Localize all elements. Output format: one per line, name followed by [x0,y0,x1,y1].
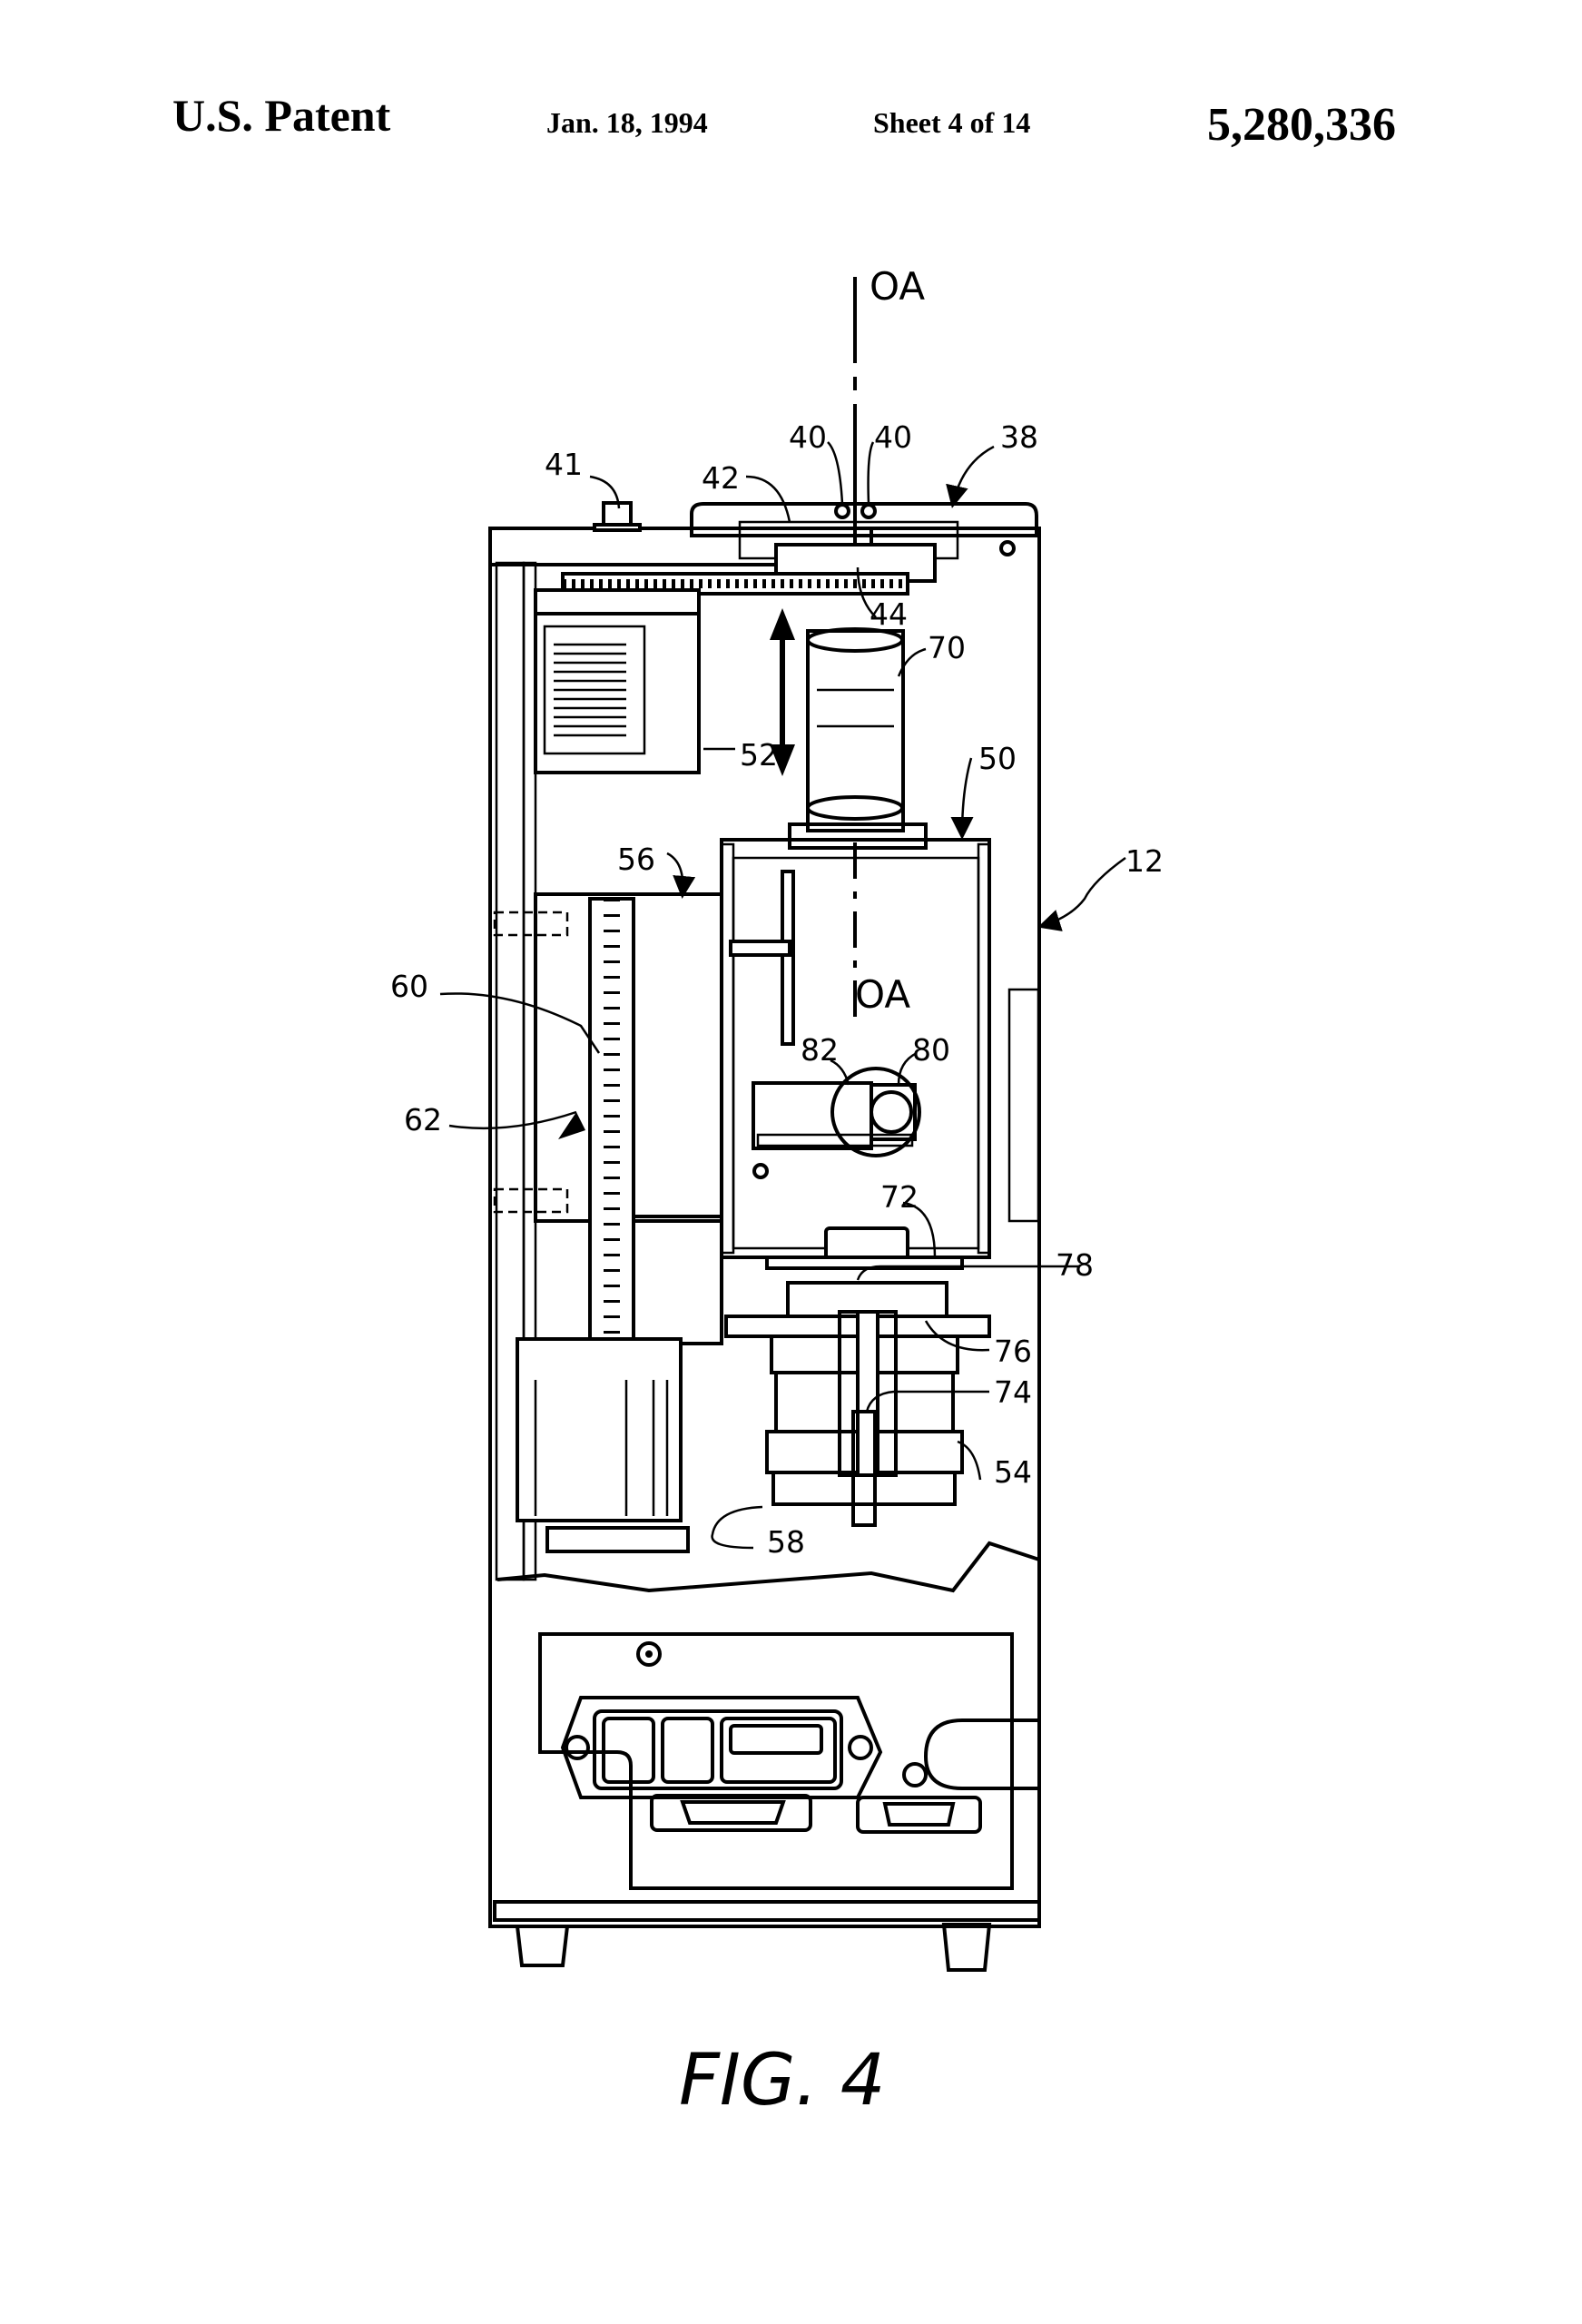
ref-54: 54 [994,1454,1032,1490]
ref-60: 60 [390,969,428,1004]
db25-connector [650,1794,812,1832]
rear-panel [538,1632,1039,1890]
axis-label-top: OA [870,264,925,309]
ref-82: 82 [801,1032,839,1068]
ref-40-left: 40 [789,419,827,455]
ref-76: 76 [994,1334,1032,1369]
ref-12: 12 [1125,843,1164,879]
motor-58 [516,1337,690,1553]
ref-78: 78 [1056,1247,1094,1283]
ref-44: 44 [870,596,908,632]
ref-56: 56 [617,842,655,877]
base [493,1900,1041,1972]
optical-tube-70 [806,627,905,832]
ref-72: 72 [880,1179,919,1215]
cutaway-line [496,1541,1040,1593]
ref-52: 52 [740,737,778,773]
figure-caption: FIG. 4 [679,2040,886,2122]
lens-assembly-80 [752,1067,921,1157]
ref-42: 42 [702,460,740,496]
ref-38: 38 [1000,419,1038,455]
patent-date: Jan. 18, 1994 [546,106,708,139]
ref-62: 62 [404,1102,442,1137]
db15-connector [856,1796,982,1834]
ref-50: 50 [978,741,1017,776]
motor-52 [534,588,701,774]
movement-arrow [770,608,795,776]
handle [923,1718,1039,1790]
ref-80: 80 [912,1032,950,1068]
ref-74: 74 [994,1374,1032,1410]
ref-41: 41 [545,447,583,482]
knob-41 [593,501,642,532]
ref-70: 70 [928,630,966,665]
patent-number: 5,280,336 [1207,99,1396,151]
lead-screw-60 [558,897,635,1341]
reference-numerals: 41 42 40 40 38 44 70 52 50 56 12 60 82 8… [390,419,1164,1560]
power-inlet-module [560,1696,883,1799]
ref-40-right: 40 [874,419,912,455]
leader-lines [439,441,1126,1550]
axis-label-inner: OA [855,972,910,1017]
patent-office-label: U.S. Patent [172,90,391,141]
sample-holder-72 [724,1226,991,1338]
ref-58: 58 [767,1524,805,1560]
sheet-number: Sheet 4 of 14 [873,106,1031,139]
motor-54 [765,1310,964,1527]
top-cover-38 [690,502,1038,583]
